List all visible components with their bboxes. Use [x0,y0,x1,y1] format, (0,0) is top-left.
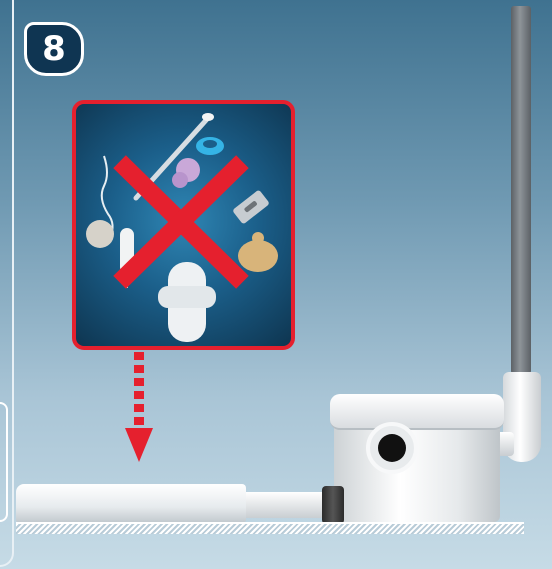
down-arrow-stem [134,352,144,427]
cotton-ball-icon [172,158,200,188]
edge-fragment [0,402,8,522]
step-badge: 8 [24,22,84,76]
down-arrow-icon [125,428,153,462]
pump-lid [330,394,504,430]
floor [16,522,524,534]
pipe-clamp [322,486,344,524]
prohibited-items-card [72,100,295,350]
connector-pipe [244,492,334,518]
pump-inlet-port [366,422,418,474]
sanitary-pad-icon [158,262,216,342]
cotton-pad-icon [86,220,114,248]
step-number: 8 [42,32,66,66]
condom-icon [238,232,278,272]
drain-pipe-icon [511,6,531,374]
toilet-base-icon [16,484,246,522]
razor-blade-icon [232,189,270,224]
plastic-ring-icon [196,137,224,155]
prohibited-items-illustration [76,104,291,346]
